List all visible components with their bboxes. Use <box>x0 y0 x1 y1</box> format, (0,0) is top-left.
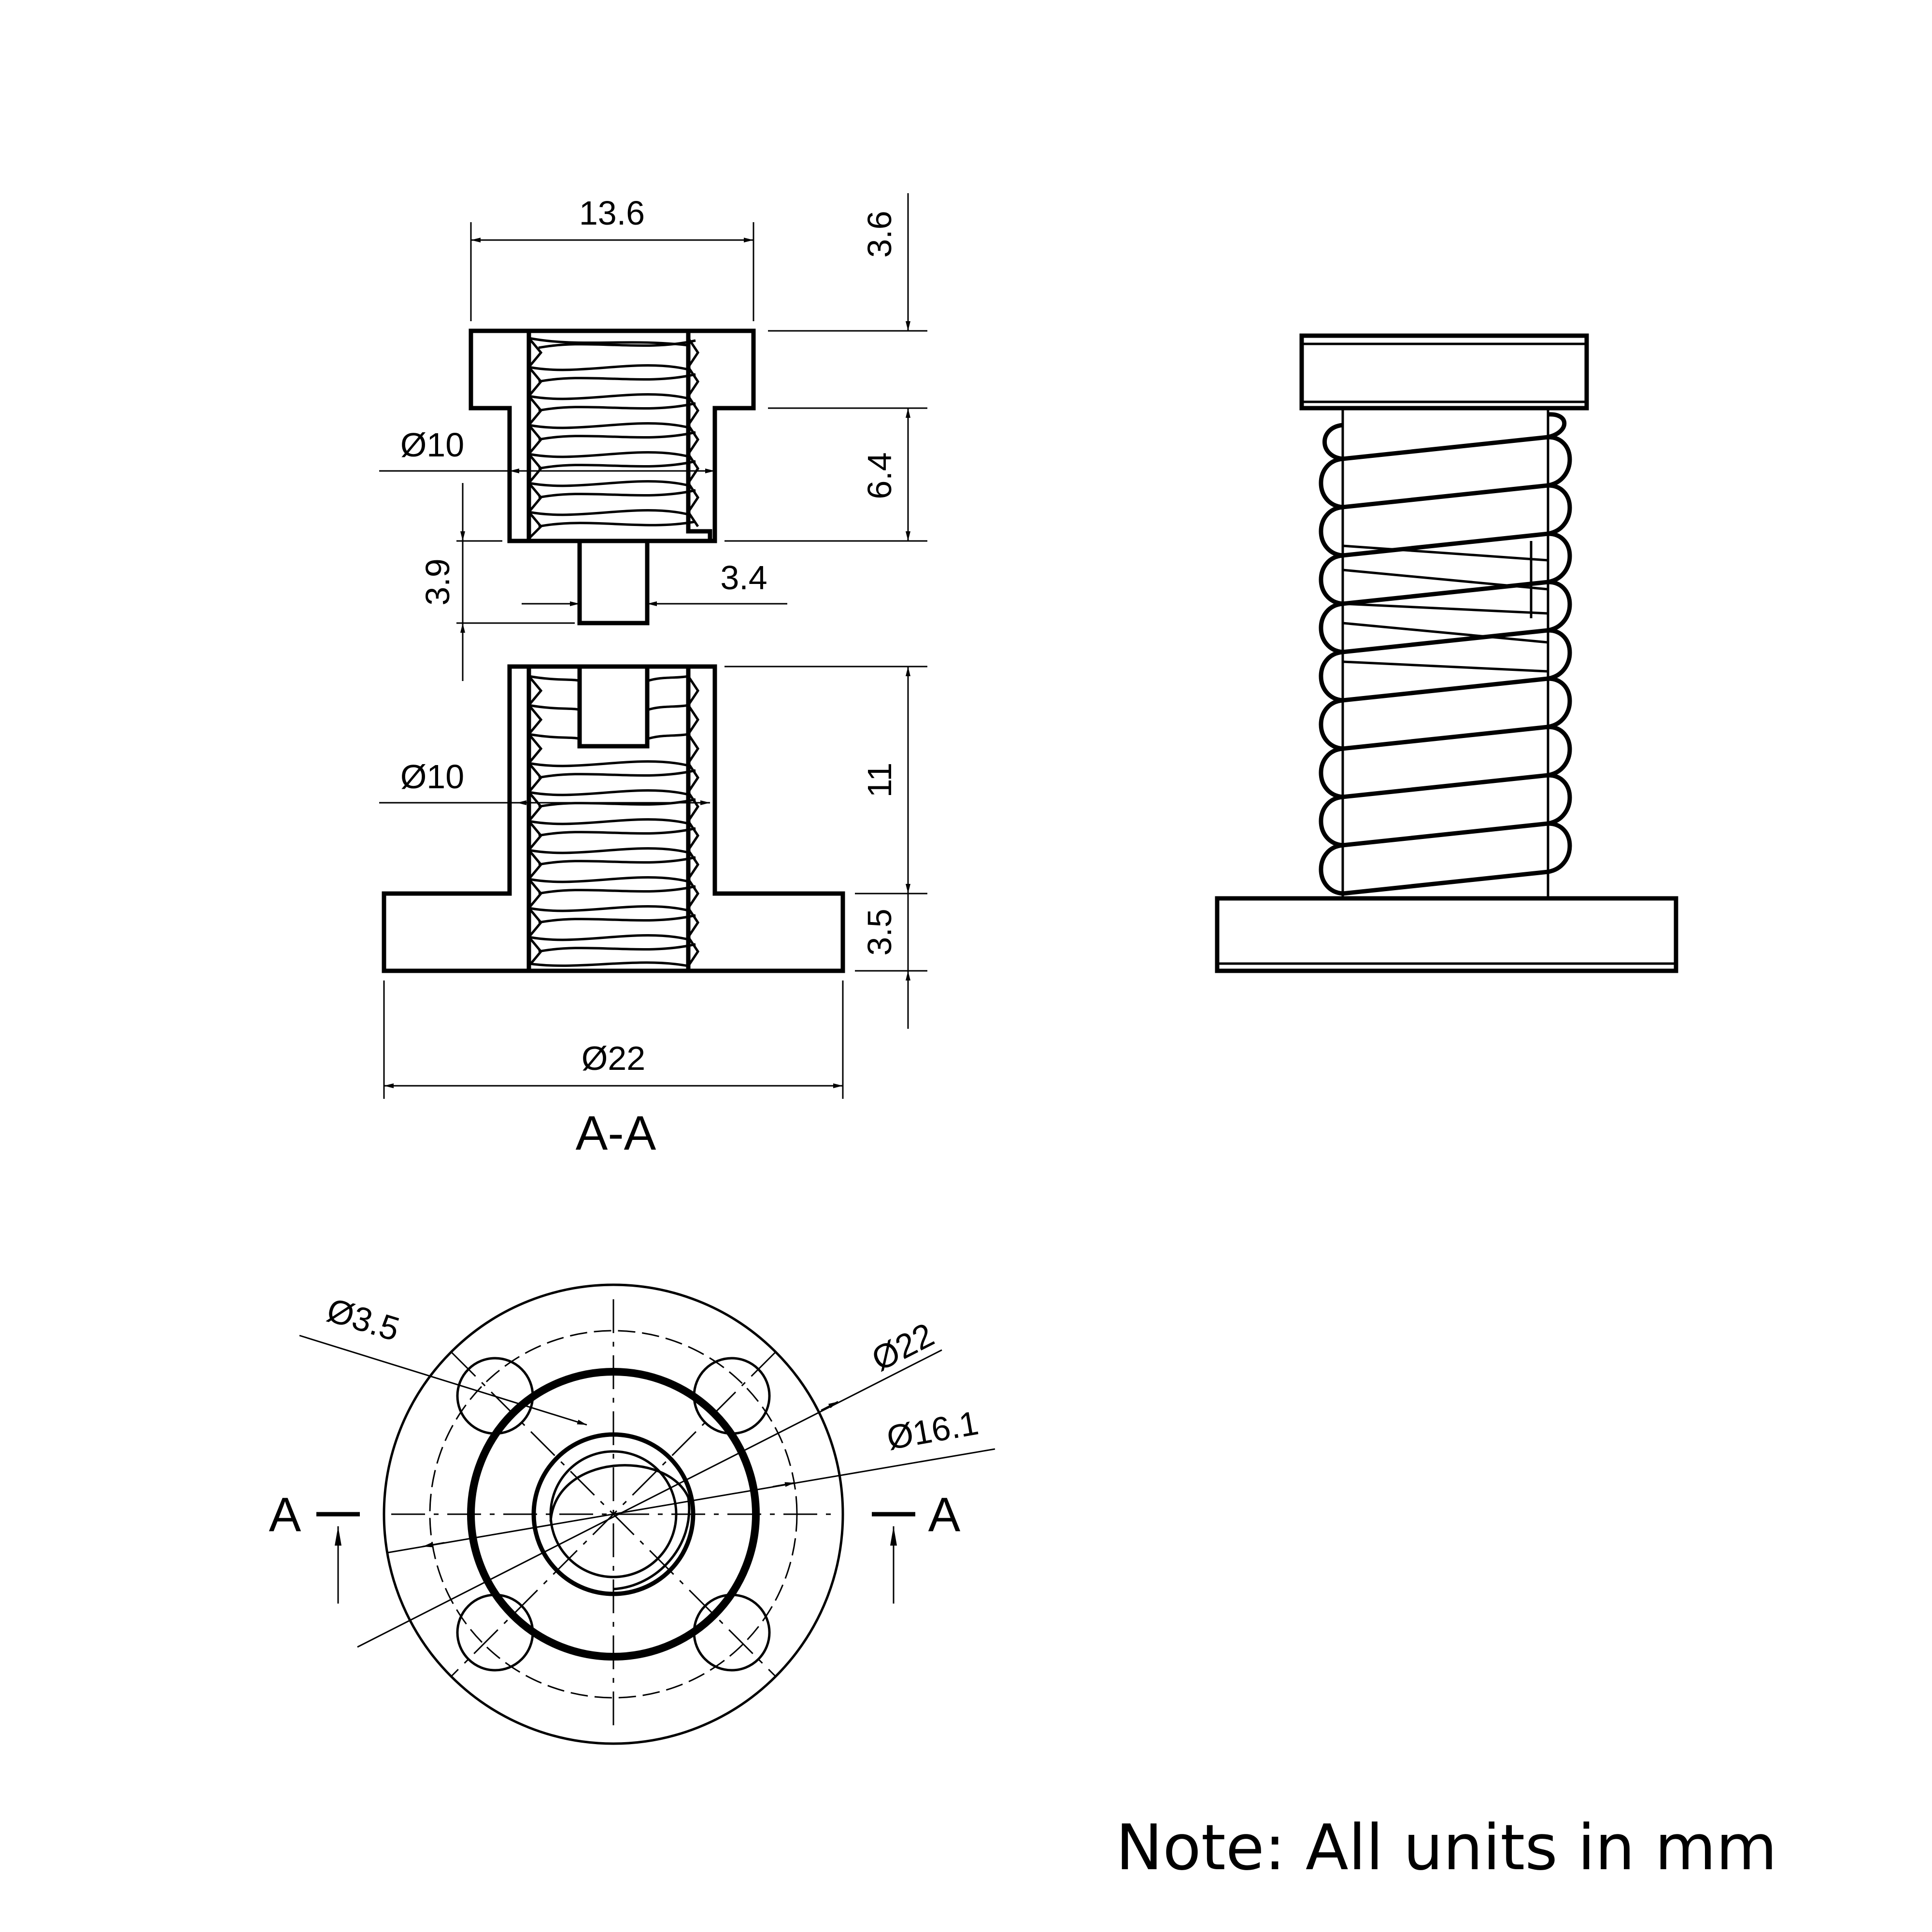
dim-top-thread-dia: Ø10 <box>379 426 715 473</box>
hole-bottom-left <box>456 1593 534 1672</box>
dim-11-label: 11 <box>861 763 898 798</box>
bolt-circle <box>429 1330 798 1699</box>
section-cut-left: A <box>269 1488 360 1604</box>
section-view: 13.6 3.6 6.4 11 3.5 Ø10 <box>379 193 927 1160</box>
dim-bottom-dia-label: Ø10 <box>400 758 464 796</box>
top-left-wall <box>469 328 531 543</box>
dim-bottom-thread-dia: Ø10 <box>379 758 710 805</box>
dim-outer-dia-label: Ø22 <box>866 1316 939 1378</box>
dim-bolt-circle-label: Ø16.1 <box>884 1404 981 1457</box>
top-part-section <box>469 328 756 625</box>
top-outline <box>469 328 756 543</box>
section-cut-right: A <box>872 1488 961 1604</box>
bottom-outline <box>382 664 845 973</box>
bottom-left-wall <box>382 664 531 973</box>
top-view: Ø3.5 Ø22 Ø16.1 A A <box>269 1283 995 1745</box>
thread-swirl <box>549 1464 691 1591</box>
dim-outer-dia: Ø22 <box>357 1316 942 1648</box>
pin-slot <box>577 667 650 749</box>
dim-13-6-label: 13.6 <box>579 194 645 232</box>
bottom-right-wall <box>686 664 845 973</box>
dim-base-dia: Ø22 <box>383 980 844 1099</box>
cut-right-label: A <box>928 1488 961 1542</box>
thread-outer <box>531 1432 696 1596</box>
dim-base-dia-label: Ø22 <box>582 1039 645 1077</box>
pin <box>577 539 650 625</box>
hole-top-left <box>456 1357 534 1435</box>
dim-flange-width: 13.6 <box>470 194 754 321</box>
outer-flange <box>383 1283 844 1745</box>
dim-3-4-label: 3.4 <box>720 559 767 597</box>
units-note: Note: All units in mm <box>1116 1811 1777 1884</box>
body-outer-ring <box>467 1368 760 1661</box>
bottom-thread <box>527 675 700 967</box>
dim-hole-dia-label: Ø3.5 <box>323 1291 404 1349</box>
iso-top-cap <box>1299 333 1589 411</box>
dim-3-9-label: 3.9 <box>419 558 456 605</box>
bottom-part-section <box>382 664 845 973</box>
dim-pin: 3.9 3.4 <box>419 483 787 681</box>
mounting-holes <box>456 1357 771 1672</box>
dim-right-stack: 3.6 6.4 11 3.5 <box>724 193 927 1029</box>
dim-top-dia-label: Ø10 <box>400 426 464 464</box>
iso-base <box>1215 896 1678 973</box>
hole-bottom-right <box>693 1593 771 1672</box>
top-thread <box>527 337 700 540</box>
iso-spring <box>1319 412 1572 896</box>
hole-top-right <box>693 1357 771 1435</box>
dim-3-5-label: 3.5 <box>861 909 898 955</box>
iso-core-thread <box>1342 541 1548 673</box>
dim-hole-dia: Ø3.5 <box>299 1291 587 1426</box>
section-label: A-A <box>576 1106 656 1160</box>
cut-left-label: A <box>269 1488 301 1542</box>
dim-3-6-label: 3.6 <box>861 211 898 257</box>
dim-6-4-label: 6.4 <box>861 452 898 499</box>
top-right-wall <box>686 328 756 543</box>
isometric-view <box>1215 333 1678 973</box>
